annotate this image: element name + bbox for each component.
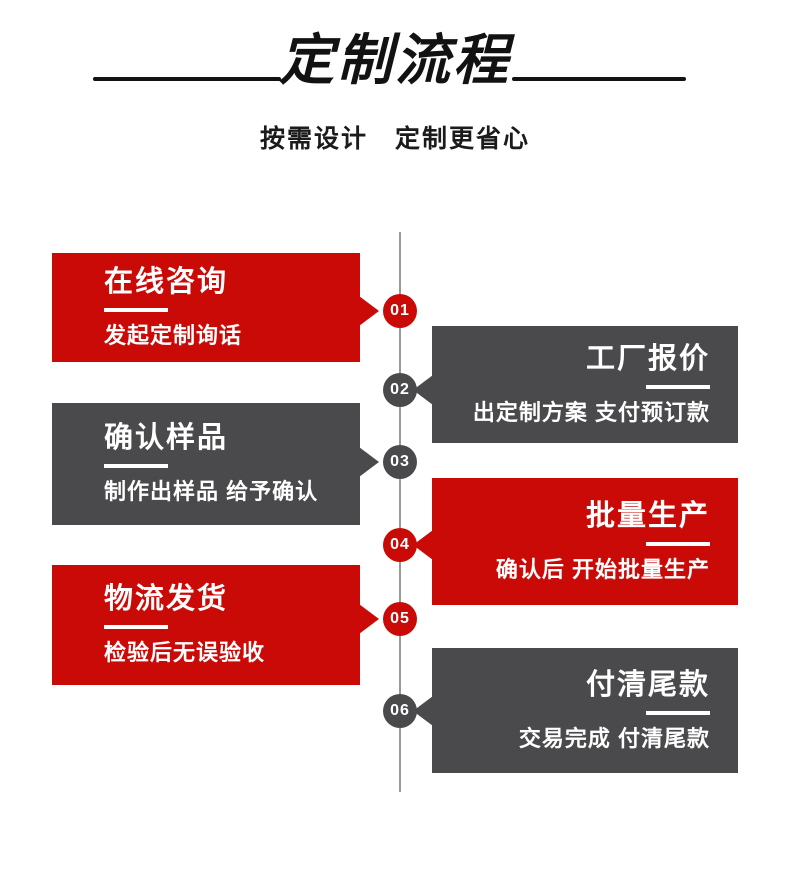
step-card: 物流发货 检验后无误验收 bbox=[52, 565, 360, 685]
step-arrow bbox=[359, 447, 379, 477]
step-title: 付清尾款 bbox=[585, 668, 710, 701]
step-card: 批量生产 确认后 开始批量生产 bbox=[432, 478, 738, 605]
step-card: 付清尾款 交易完成 付清尾款 bbox=[432, 648, 738, 773]
page-subtitle: 按需设计 定制更省心 bbox=[259, 125, 530, 153]
step-title-underline bbox=[646, 710, 710, 715]
step-arrow bbox=[413, 530, 433, 560]
title-rule-right bbox=[512, 77, 686, 81]
step-description: 交易完成 付清尾款 bbox=[518, 725, 710, 751]
title-rule-left bbox=[93, 77, 281, 81]
step-title: 工厂报价 bbox=[585, 342, 710, 375]
step-description: 出定制方案 支付预订款 bbox=[472, 399, 710, 425]
step-description: 检验后无误验收 bbox=[104, 640, 266, 666]
step-card: 在线咨询 发起定制询话 bbox=[52, 253, 360, 362]
step-description: 发起定制询话 bbox=[104, 322, 243, 348]
step-description: 制作出样品 给予确认 bbox=[104, 479, 319, 505]
step-title-underline bbox=[104, 464, 168, 469]
step-title: 确认样品 bbox=[104, 422, 229, 455]
step-number-badge: 01 bbox=[383, 294, 417, 328]
timeline-line bbox=[399, 232, 401, 792]
step-title-underline bbox=[646, 384, 710, 389]
step-number-badge: 06 bbox=[383, 694, 417, 728]
step-description: 确认后 开始批量生产 bbox=[495, 556, 710, 582]
step-title: 物流发货 bbox=[104, 583, 229, 616]
step-title-underline bbox=[646, 541, 710, 546]
step-arrow bbox=[413, 375, 433, 405]
step-title-underline bbox=[104, 625, 168, 630]
step-number-badge: 05 bbox=[383, 602, 417, 636]
step-title: 批量生产 bbox=[585, 499, 710, 532]
step-arrow bbox=[359, 296, 379, 326]
step-arrow bbox=[413, 696, 433, 726]
step-card: 确认样品 制作出样品 给予确认 bbox=[52, 403, 360, 525]
step-number-badge: 02 bbox=[383, 373, 417, 407]
step-title: 在线咨询 bbox=[104, 265, 229, 298]
step-arrow bbox=[359, 604, 379, 634]
step-number-badge: 04 bbox=[383, 528, 417, 562]
step-card: 工厂报价 出定制方案 支付预订款 bbox=[432, 326, 738, 443]
step-number-badge: 03 bbox=[383, 445, 417, 479]
step-title-underline bbox=[104, 307, 168, 312]
page-title: 定制流程 bbox=[278, 29, 511, 91]
